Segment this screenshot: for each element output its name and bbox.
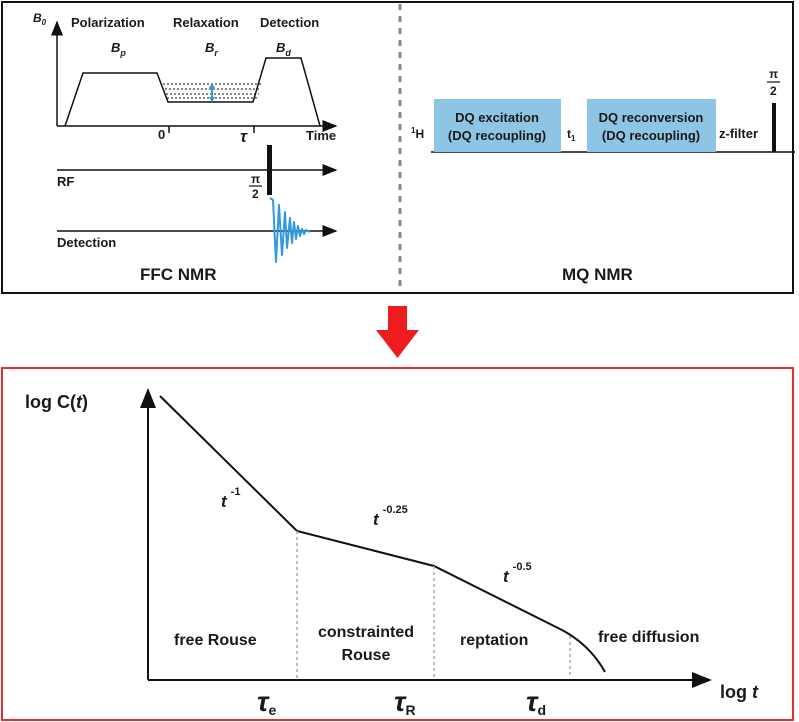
rf-pi-den: 2 <box>252 187 259 201</box>
tau-d-label: τd <box>526 686 546 718</box>
plot-y-label: log C(t) <box>25 392 88 412</box>
mq-h-label: 1H <box>411 126 424 141</box>
region-constrained-line2: Rouse <box>342 647 391 664</box>
fid-signal <box>269 197 311 263</box>
bd-label: Bd <box>276 40 291 58</box>
mq-pi-num: π <box>769 67 778 81</box>
slope-label-3: t-0.5 <box>503 561 532 586</box>
down-arrow-head <box>376 330 419 358</box>
phase-polarization: Polarization <box>71 15 145 30</box>
tau-e-label: τe <box>257 686 276 718</box>
b0-label: B0 <box>33 11 47 27</box>
correlation-curve <box>159 395 606 673</box>
dq-excitation-block <box>434 99 561 152</box>
tick-zero-label: 0 <box>158 127 165 142</box>
tau-r-label: τR <box>394 686 416 718</box>
ffc-field-cycle-diagram <box>51 20 338 133</box>
rf-pi-num: π <box>251 172 260 186</box>
dq-excitation-line2: (DQ recoupling) <box>448 128 546 143</box>
region-reptation: reptation <box>460 632 528 649</box>
mq-pulse <box>772 103 776 152</box>
pulse-sequence-panel <box>1 1 794 294</box>
bp-label: Bp <box>111 40 126 58</box>
rf-label: RF <box>57 174 74 189</box>
detection-label: Detection <box>57 235 116 250</box>
phase-relaxation: Relaxation <box>173 15 239 30</box>
down-arrow-shaft <box>388 306 407 330</box>
zfilter-label: z-filter <box>719 126 758 141</box>
region-constrained-line1: constrainted <box>318 624 414 641</box>
time-axis-label: Time <box>306 128 336 143</box>
dq-reconversion-line2: (DQ recoupling) <box>602 128 700 143</box>
t1-label: t1 <box>567 127 576 143</box>
mq-title: MQ NMR <box>562 265 633 284</box>
phase-detection: Detection <box>260 15 319 30</box>
mq-pi-den: 2 <box>770 84 777 98</box>
correlation-plot-panel <box>1 367 794 721</box>
field-variation-arrowheads <box>209 83 215 102</box>
ffc-title: FFC NMR <box>140 265 216 284</box>
slope-label-2: t-0.25 <box>373 504 408 529</box>
field-profile-line <box>64 57 321 127</box>
region-free-diffusion: free diffusion <box>598 629 699 646</box>
tick-tau-label: τ <box>240 127 248 146</box>
region-free-rouse: free Rouse <box>174 632 257 649</box>
dq-excitation-line1: DQ excitation <box>455 110 539 125</box>
rf-pulse <box>267 145 272 195</box>
br-label: Br <box>205 40 218 58</box>
plot-x-label: log t <box>720 682 759 702</box>
dq-reconversion-line1: DQ reconversion <box>599 110 704 125</box>
dq-reconversion-block <box>587 99 716 152</box>
slope-label-1: t-1 <box>221 486 240 511</box>
